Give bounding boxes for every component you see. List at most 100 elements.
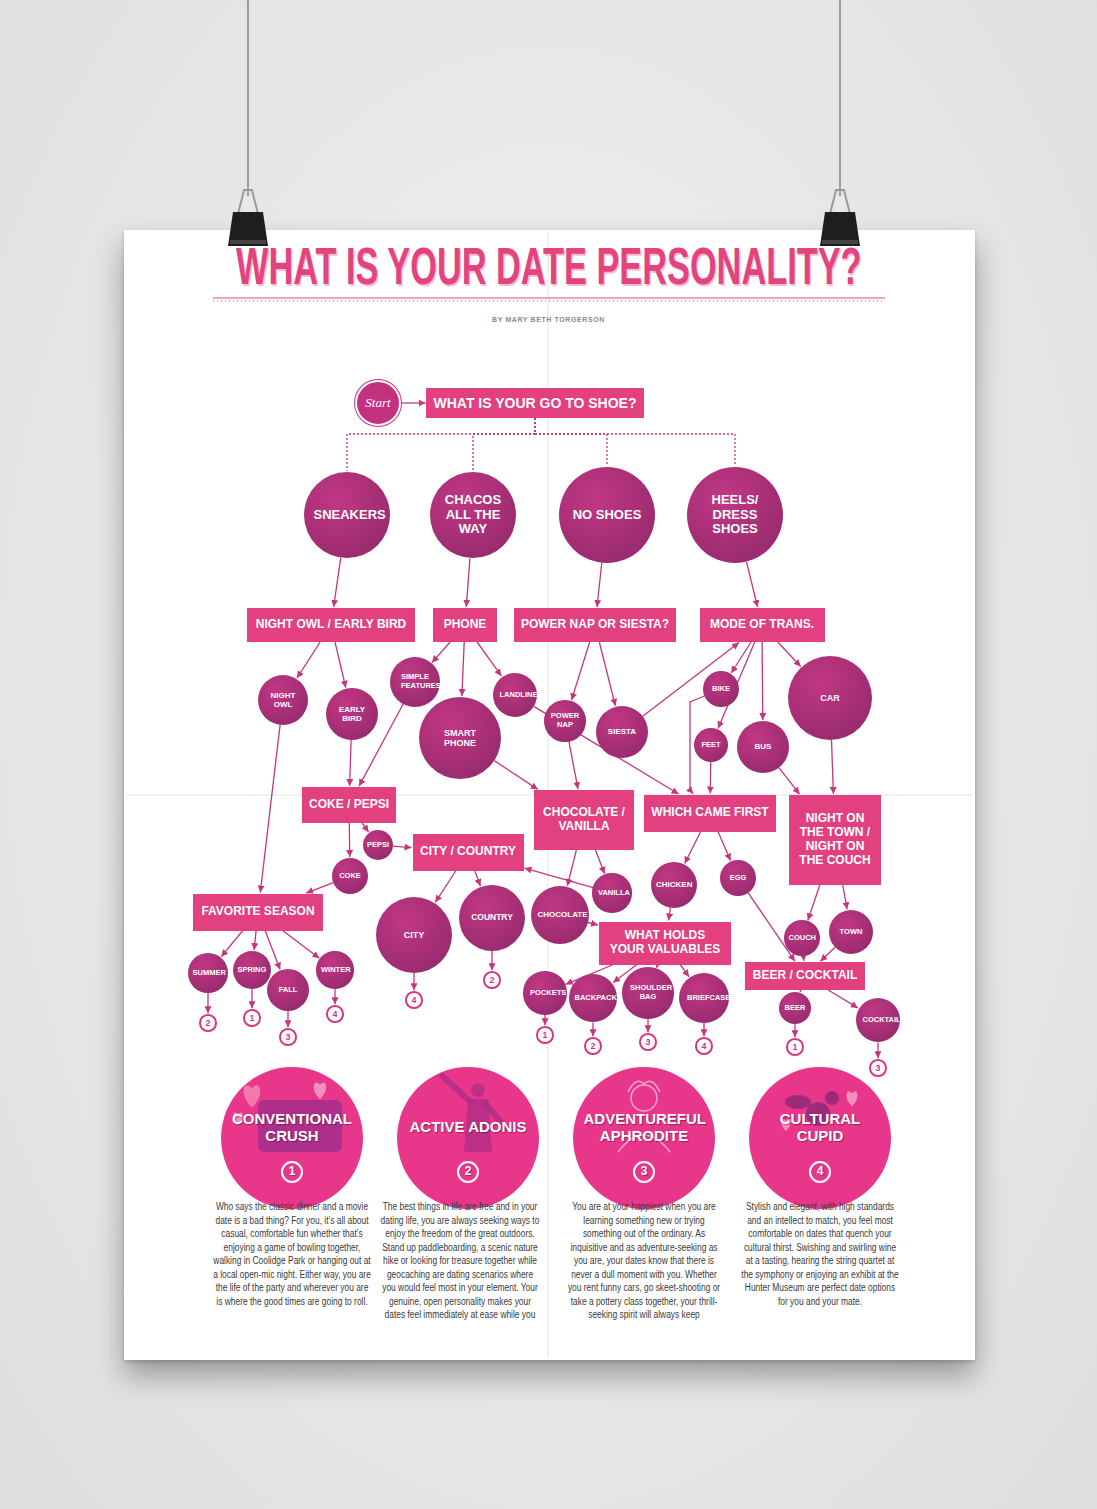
adonis-arm xyxy=(442,1076,471,1102)
node-label: WHAT HOLDS YOUR VALUABLES xyxy=(606,929,724,957)
question-box: FAVORITE SEASON xyxy=(193,894,323,931)
description-text: Who says the classic dinner and a movie … xyxy=(212,1200,372,1308)
answer-circle: COCKTAIL xyxy=(856,998,901,1043)
node-label: SHOULDER BAG xyxy=(630,984,666,1001)
node-label: CHOCOLATE / VANILLA xyxy=(541,806,627,834)
flow-connector xyxy=(643,643,739,717)
node-label: 1 xyxy=(249,1013,254,1023)
node-label: NIGHT OWL / EARLY BIRD xyxy=(256,618,406,632)
personality-number-circle: 3 xyxy=(633,1161,655,1183)
node-label: POWER NAP xyxy=(549,712,580,729)
flow-connector xyxy=(592,1022,593,1036)
flow-connector xyxy=(877,1043,878,1059)
question-box: WHAT IS YOUR GO TO SHOE? xyxy=(426,388,643,418)
flow-connector xyxy=(718,832,731,861)
node-label: SNEAKERS xyxy=(314,508,381,523)
flow-connector xyxy=(808,885,820,920)
answer-circle: SHOULDER BAG xyxy=(622,967,673,1018)
question-box: CHOCOLATE / VANILLA xyxy=(534,790,634,850)
result-number-circle: 1 xyxy=(536,1026,553,1043)
flow-connector xyxy=(597,563,602,607)
crush-panel xyxy=(258,1100,342,1152)
answer-circle: COUCH xyxy=(784,920,819,955)
flow-connector xyxy=(393,846,412,847)
flow-connector xyxy=(462,642,464,696)
flow-connector xyxy=(401,402,426,403)
flow-connector xyxy=(746,562,757,607)
question-box: WHAT HOLDS YOUR VALUABLES xyxy=(599,922,731,965)
node-label: BEER xyxy=(785,1004,806,1013)
node-label: BEER / COCKTAIL xyxy=(753,969,857,983)
flow-connector xyxy=(347,418,535,471)
result-number-circle: 2 xyxy=(584,1037,601,1054)
node-label: POCKETS xyxy=(530,989,560,998)
node-label: NIGHT OWL xyxy=(264,691,303,709)
flow-connector xyxy=(685,832,701,864)
title-rule xyxy=(213,298,885,299)
question-box: NIGHT OWL / EARLY BIRD xyxy=(247,608,415,642)
flow-connector xyxy=(779,768,800,795)
personality-number-circle: 2 xyxy=(457,1161,479,1183)
flow-connector xyxy=(778,642,801,667)
question-box: POWER NAP OR SIESTA? xyxy=(514,608,676,642)
flow-connector xyxy=(534,707,678,794)
node-label: BIKE xyxy=(712,685,730,694)
node-label: 1 xyxy=(289,1165,296,1179)
description-text: Stylish and elegant, with high standards… xyxy=(740,1200,900,1308)
question-box: CITY / COUNTRY xyxy=(413,834,524,871)
flow-connector xyxy=(334,989,335,1005)
node-label: 4 xyxy=(701,1041,706,1051)
answer-circle: FALL xyxy=(267,969,309,1011)
flow-connector xyxy=(647,1019,648,1033)
node-label: TOWN xyxy=(840,928,863,937)
answer-circle: VANILLA xyxy=(592,873,631,912)
flow-connector xyxy=(535,418,735,466)
result-number-circle: 3 xyxy=(279,1028,296,1045)
node-label: COUNTRY xyxy=(471,913,513,923)
cupid-body xyxy=(806,1102,830,1126)
node-label: PHONE xyxy=(444,618,487,632)
personality-circle: CULTURAL CUPID4 xyxy=(749,1067,891,1209)
answer-circle: CAR xyxy=(788,656,872,740)
personality-circle: CONVENTIONAL CRUSH1 xyxy=(221,1067,363,1209)
node-label: FALL xyxy=(279,986,298,995)
result-number-circle: 2 xyxy=(199,1014,216,1031)
answer-circle: SMART PHONE xyxy=(419,697,501,779)
answer-circle: BEER xyxy=(779,992,811,1024)
answer-circle: NIGHT OWL xyxy=(258,675,308,725)
heart-icon xyxy=(314,1082,326,1099)
flow-connector xyxy=(475,871,481,887)
flow-connector xyxy=(710,762,712,794)
hanging-string xyxy=(248,0,249,196)
question-box: NIGHT ON THE TOWN / NIGHT ON THE COUCH xyxy=(789,795,881,885)
flow-connector xyxy=(803,956,805,961)
flow-connector xyxy=(260,725,280,893)
answer-circle: FEET xyxy=(694,728,728,762)
flow-connector xyxy=(435,871,456,903)
node-label: FEET xyxy=(701,741,720,750)
node-label: VANILLA xyxy=(598,889,626,898)
node-label: EARLY BIRD xyxy=(332,705,373,723)
heart-icon xyxy=(233,1113,243,1126)
answer-circle: EARLY BIRD xyxy=(326,688,378,740)
result-number-circle: 1 xyxy=(243,1009,260,1026)
flow-connector xyxy=(334,558,341,607)
node-label: POWER NAP OR SIESTA? xyxy=(521,618,669,632)
clip-handle xyxy=(238,190,258,214)
result-number-circle: 4 xyxy=(326,1005,343,1022)
node-label: CHICKEN xyxy=(656,880,692,889)
node-label: 1 xyxy=(542,1030,547,1040)
flow-connector xyxy=(588,923,598,926)
result-number-circle: 3 xyxy=(639,1033,656,1050)
hanging-string xyxy=(840,0,841,196)
node-label: BUS xyxy=(755,742,772,751)
node-label: NO SHOES xyxy=(573,508,642,523)
answer-circle: BRIEFCASE xyxy=(679,973,729,1023)
personality-number-circle: 4 xyxy=(809,1161,831,1183)
flow-connector xyxy=(525,868,594,888)
flow-connector xyxy=(680,965,689,977)
result-number-circle: 1 xyxy=(786,1038,803,1055)
node-label: 2 xyxy=(489,975,494,985)
